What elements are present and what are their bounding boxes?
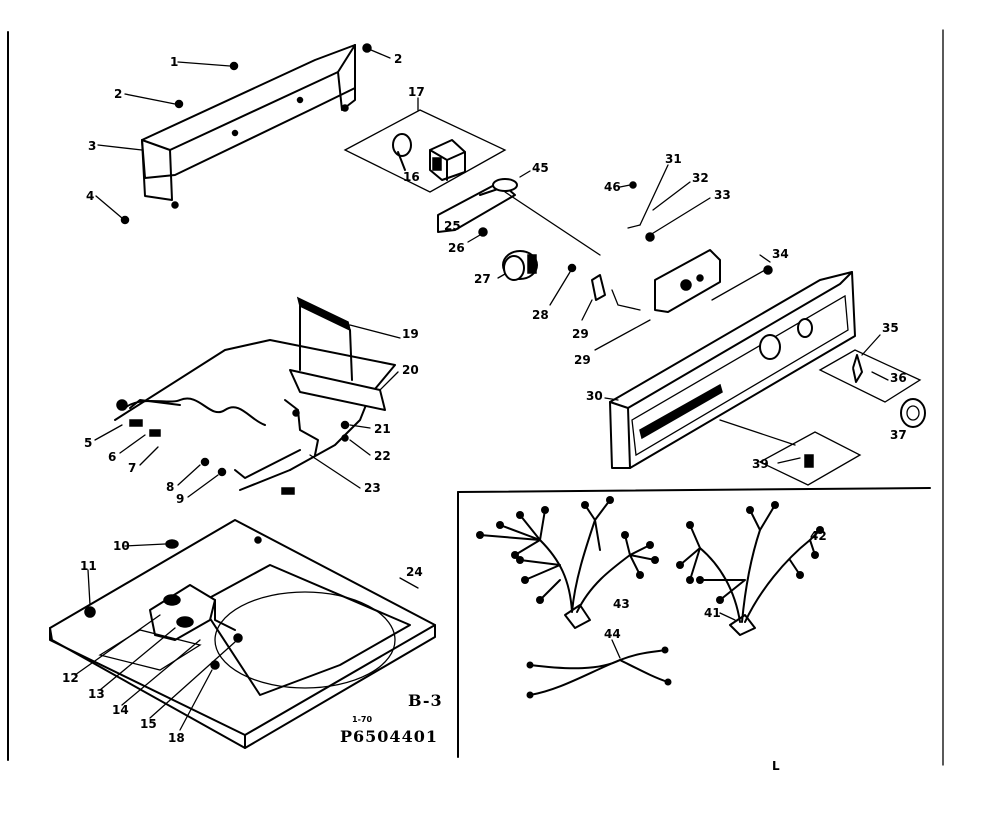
callout: 46 <box>604 180 621 194</box>
timer-assembly <box>437 170 601 281</box>
lint-filter-19 <box>296 296 401 381</box>
part-number: P6504401 <box>340 727 438 746</box>
callout: 2 <box>394 52 402 66</box>
callout: 18 <box>168 731 185 745</box>
wire-44 <box>526 612 736 699</box>
callout: 5 <box>84 436 92 450</box>
callout-labels: 1 2 2 3 4 17 16 45 25 26 27 28 29 29 31 … <box>62 52 907 745</box>
callout: 42 <box>810 529 827 543</box>
callout: 1 <box>170 55 178 69</box>
callout: 29 <box>574 353 591 367</box>
callout: 6 <box>108 450 116 464</box>
page-border-lines <box>7 29 944 766</box>
wiring-plate <box>94 339 399 498</box>
callout: 2 <box>114 87 122 101</box>
callout: 20 <box>402 363 419 377</box>
callout: 19 <box>402 327 419 341</box>
callout: 36 <box>890 371 907 385</box>
knob-parts <box>719 334 926 486</box>
callout: 28 <box>532 308 549 322</box>
inset-box <box>457 487 931 758</box>
control-plate-17 <box>343 97 507 193</box>
callout: 4 <box>86 189 94 203</box>
callout: 9 <box>176 492 184 506</box>
callout: 41 <box>704 606 721 620</box>
wire-harness-42-41 <box>676 501 824 636</box>
callout: 37 <box>890 428 907 442</box>
callout: 44 <box>604 627 621 641</box>
callout: 8 <box>166 480 174 494</box>
small-note: 1-70 <box>352 715 372 724</box>
wire-harness-43 <box>476 496 659 629</box>
callout: 39 <box>752 457 769 471</box>
page-code: B-3 <box>408 691 443 710</box>
callout: 23 <box>364 481 381 495</box>
corner-mark: L <box>772 759 780 773</box>
callout: 26 <box>448 241 465 255</box>
top-cover <box>49 519 436 749</box>
callout: 17 <box>408 85 425 99</box>
callout: 21 <box>374 422 391 436</box>
callout: 7 <box>128 461 136 475</box>
callout: 35 <box>882 321 899 335</box>
callout: 29 <box>572 327 589 341</box>
callout: 3 <box>88 139 96 153</box>
callout: 10 <box>113 539 130 553</box>
callout: 30 <box>586 389 603 403</box>
callout: 34 <box>772 247 789 261</box>
top-bracket <box>141 44 356 209</box>
callout: 14 <box>112 703 129 717</box>
callout: 15 <box>140 717 157 731</box>
callout: 24 <box>406 565 423 579</box>
switch-parts <box>549 263 651 351</box>
callout: 11 <box>80 559 97 573</box>
callout: 31 <box>665 152 682 166</box>
callout: 12 <box>62 671 79 685</box>
callout: 33 <box>714 188 731 202</box>
callout: 32 <box>692 171 709 185</box>
panel-bracket <box>619 164 773 313</box>
callout: 27 <box>474 272 491 286</box>
callout: 22 <box>374 449 391 463</box>
callout: 13 <box>88 687 105 701</box>
callout: 43 <box>613 597 630 611</box>
control-console <box>604 271 856 469</box>
callout: 16 <box>403 170 420 184</box>
callout: 45 <box>532 161 549 175</box>
bracket-screws <box>95 43 391 225</box>
callout: 25 <box>444 219 461 233</box>
